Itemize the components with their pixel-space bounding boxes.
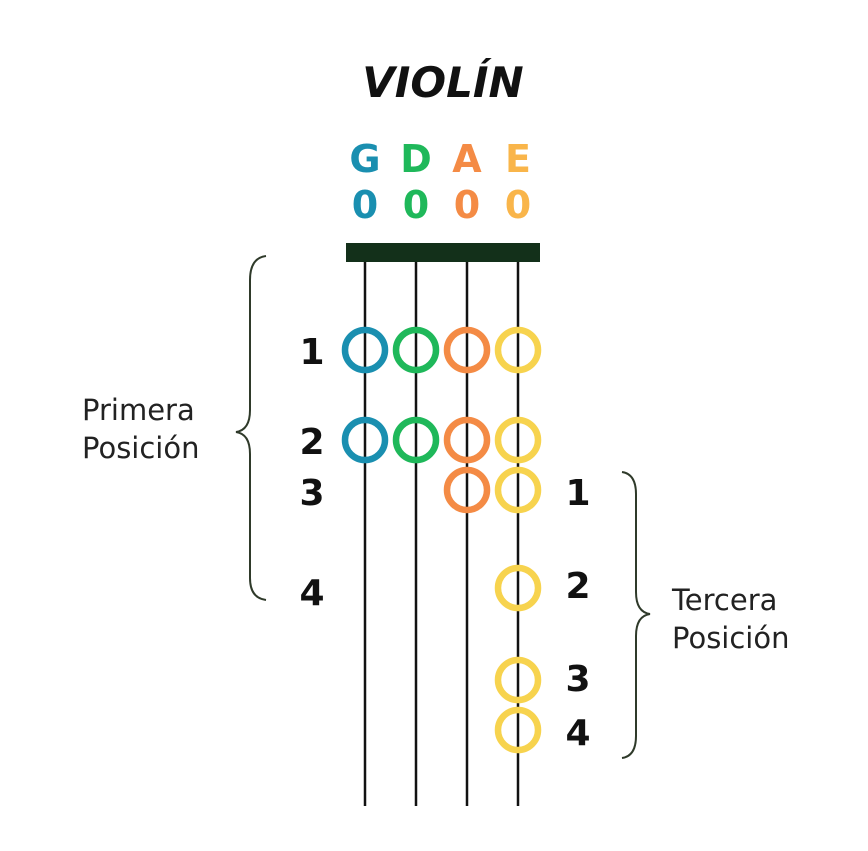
diagram-title: VIOLÍN (362, 57, 523, 107)
third-position-finger-2: 2 (565, 566, 590, 607)
finger-circle-d (392, 416, 440, 464)
finger-circle-g (341, 416, 389, 464)
first-position-brace (235, 255, 267, 601)
finger-circle-e (494, 706, 542, 754)
first-position-finger-2: 2 (299, 422, 324, 463)
finger-circle-a (443, 466, 491, 514)
open-string-a: 0 (454, 183, 480, 227)
finger-circle-e (494, 466, 542, 514)
finger-circle-e (494, 416, 542, 464)
open-string-g: 0 (352, 183, 378, 227)
finger-circle-a (443, 326, 491, 374)
string-name-g: G (349, 137, 380, 181)
open-string-d: 0 (403, 183, 429, 227)
first-position-label-line2: Posición (82, 431, 200, 465)
finger-circle-e (494, 564, 542, 612)
first-position-finger-1: 1 (299, 332, 324, 373)
third-position-label-line1: Tercera (671, 583, 777, 617)
first-position-finger-4: 4 (299, 573, 324, 614)
first-position-finger-3: 3 (299, 473, 324, 514)
finger-circle-d (392, 326, 440, 374)
finger-circle-e (494, 656, 542, 704)
nut (346, 243, 540, 262)
third-position-finger-3: 3 (565, 659, 590, 700)
finger-circle-e (494, 326, 542, 374)
string-name-e: E (505, 137, 531, 181)
third-position-label-line2: Posición (672, 621, 790, 655)
string-name-d: D (400, 137, 432, 181)
third-position-finger-4: 4 (565, 713, 590, 754)
string-name-a: A (452, 137, 482, 181)
open-string-e: 0 (505, 183, 531, 227)
finger-circle-a (443, 416, 491, 464)
finger-circle-g (341, 326, 389, 374)
first-position-label-line1: Primera (82, 393, 195, 427)
third-position-brace (621, 471, 651, 759)
third-position-finger-1: 1 (565, 473, 590, 514)
